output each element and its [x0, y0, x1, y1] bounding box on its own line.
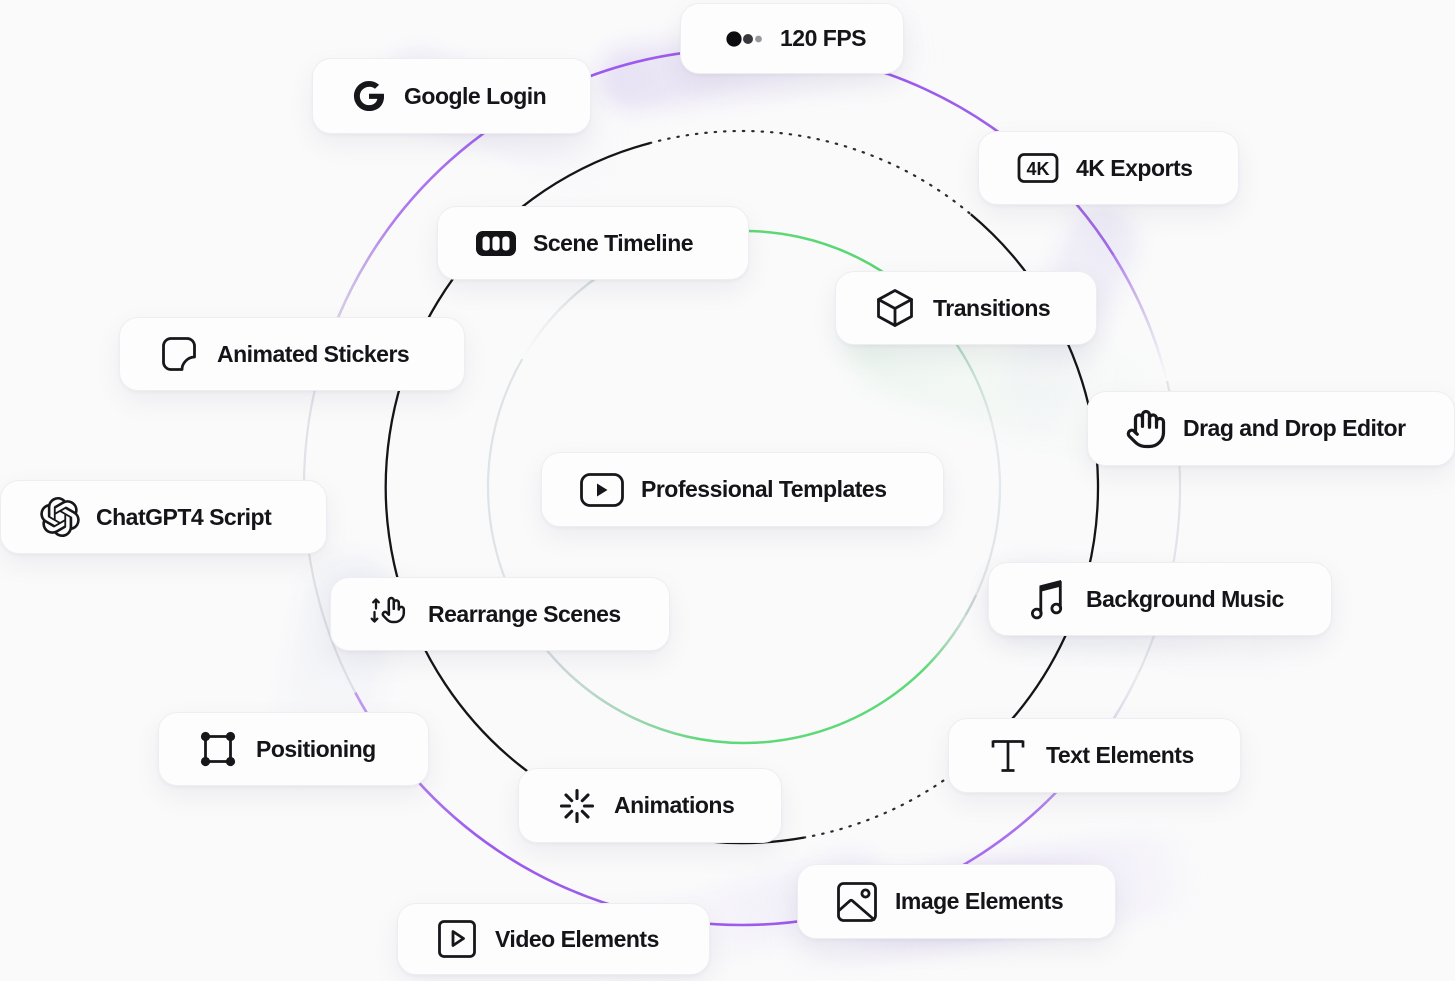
video-play-icon [435, 917, 479, 961]
feature-label: Drag and Drop Editor [1183, 415, 1406, 441]
feature-pill-professional-templates: Professional Templates [541, 452, 944, 527]
feature-label: Positioning [256, 735, 376, 762]
middle-ring-dotted-top-arc [648, 129, 972, 216]
outer-ring-bottom-arc [354, 671, 1141, 927]
video-player-icon [579, 472, 625, 508]
feature-pill-120-fps: 120 FPS [680, 3, 904, 74]
feature-label: ChatGPT4 Script [96, 503, 272, 530]
feature-label: Animations [614, 792, 735, 818]
feature-pill-text-elements: Text Elements [948, 718, 1241, 793]
feature-label: Professional Templates [641, 476, 887, 502]
google-icon [350, 77, 388, 115]
hand-icon [1125, 408, 1167, 450]
feature-pill-animated-stickers: Animated Stickers [119, 317, 465, 391]
feature-pill-video-elements: Video Elements [397, 903, 710, 975]
bounding-box-icon [196, 727, 240, 771]
two-finger-drag-icon [368, 592, 412, 636]
timeline-icon [475, 230, 517, 257]
sticker-icon [157, 332, 201, 376]
spinner-icon [556, 785, 598, 827]
outer-ring-fade-arc [1112, 254, 1169, 382]
feature-label: 120 FPS [780, 25, 867, 51]
feature-pill-positioning: Positioning [158, 712, 429, 786]
feature-label: Text Elements [1046, 742, 1194, 768]
feature-pill-scene-timeline: Scene Timeline [437, 206, 749, 280]
fps-dots-icon [725, 29, 771, 49]
music-notes-icon [1026, 576, 1070, 622]
feature-pill-animations: Animations [518, 768, 782, 843]
feature-label: Image Elements [895, 888, 1064, 914]
text-icon [986, 734, 1030, 778]
feature-label: Video Elements [495, 925, 659, 952]
feature-pill-rearrange-scenes: Rearrange Scenes [330, 577, 670, 651]
feature-label: Transitions [933, 294, 1051, 321]
image-icon [835, 880, 879, 924]
feature-pill-4k-exports: 4K 4K Exports [978, 131, 1239, 205]
4k-badge-icon: 4K [1016, 151, 1060, 185]
feature-label: Google Login [404, 82, 547, 109]
feature-label: Background Music [1086, 585, 1284, 612]
feature-pill-transitions: Transitions [835, 271, 1097, 345]
feature-label: Scene Timeline [533, 229, 694, 256]
openai-icon [40, 497, 80, 537]
inner-ring-bottom-arc [521, 594, 978, 745]
feature-label: Animated Stickers [217, 340, 410, 367]
feature-pill-image-elements: Image Elements [797, 864, 1116, 939]
feature-label: Rearrange Scenes [428, 600, 621, 627]
feature-pill-drag-and-drop-editor: Drag and Drop Editor [1087, 391, 1455, 466]
feature-pill-chatgpt4-script: ChatGPT4 Script [0, 480, 327, 554]
4k-badge-text: 4K [1026, 159, 1049, 179]
feature-pill-google-login: Google Login [312, 58, 591, 134]
feature-label: 4K Exports [1076, 154, 1193, 181]
feature-pill-background-music: Background Music [988, 562, 1332, 636]
cube-icon [873, 286, 917, 330]
